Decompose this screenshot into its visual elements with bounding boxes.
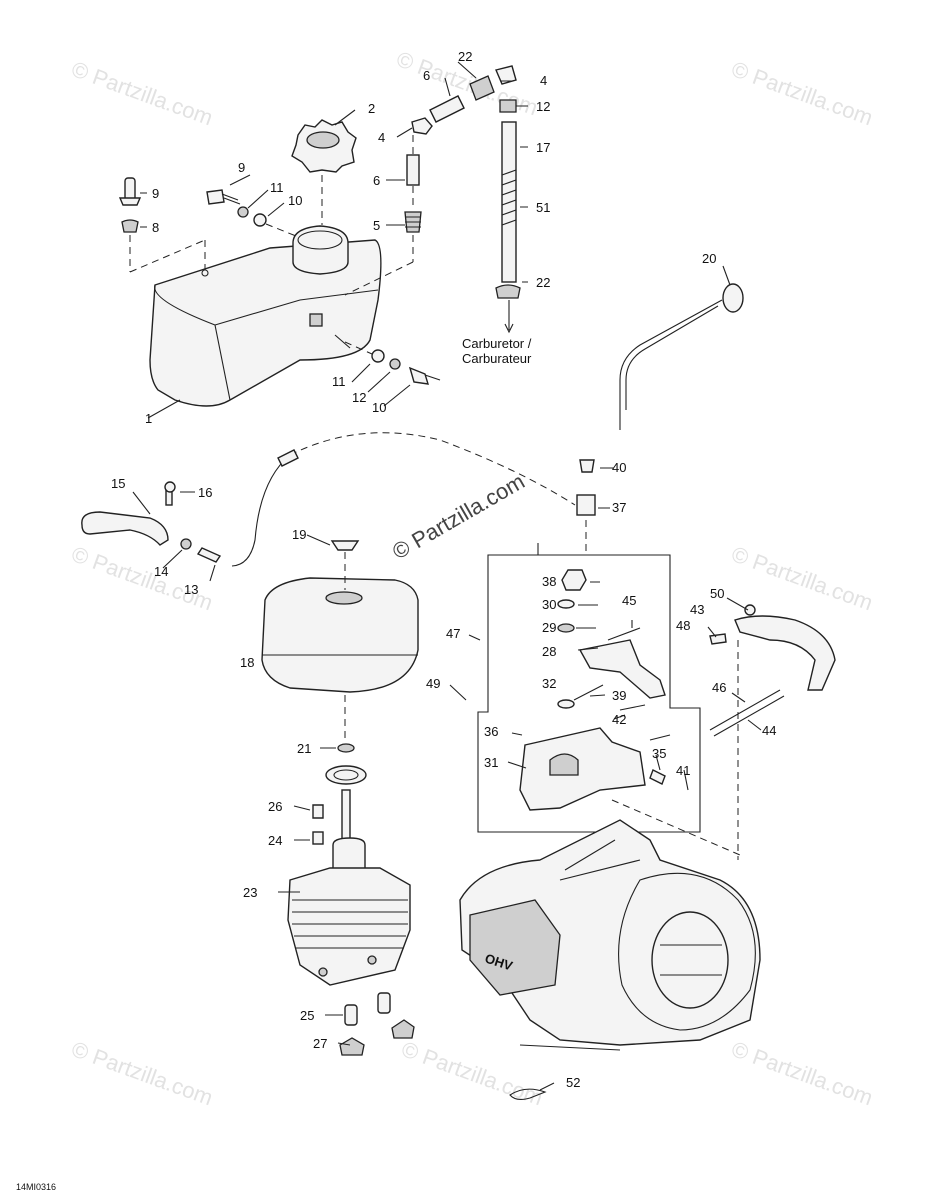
callout-50: 51 [536, 200, 550, 215]
callout-43: 44 [762, 723, 776, 738]
callout-16: 16 [198, 485, 212, 500]
callout-25: 25 [300, 1008, 314, 1023]
carburetor-label-en: Carburetor / [462, 336, 532, 351]
breather-valve [118, 177, 206, 273]
callout-51: 52 [566, 1075, 580, 1090]
callout-7: 8 [152, 220, 159, 235]
fuel-hose [495, 99, 521, 334]
watermark: © Partzilla.com [728, 1036, 876, 1110]
carburetor-label-fr: Carburateur [462, 351, 532, 366]
leader-lines [132, 61, 762, 1091]
callout-48: 49 [426, 676, 440, 691]
fuel-line-fittings [344, 65, 517, 296]
callout-11: 11 [270, 180, 284, 195]
callout-18: 18 [240, 655, 254, 670]
center-watermark: © Partzilla.com [388, 469, 529, 565]
callout-11: 12 [352, 390, 366, 405]
callout-38: 39 [612, 688, 626, 703]
callout-10: 11 [332, 374, 346, 389]
watermark: © Partzilla.com [68, 1036, 216, 1110]
callout-36: 37 [612, 500, 626, 515]
callout-40: 41 [676, 763, 690, 778]
linkage-hardware [576, 459, 836, 860]
gasket-set [325, 743, 367, 785]
fuel-tank [149, 225, 382, 407]
callout-23: 23 [243, 885, 257, 900]
callout-30: 30 [542, 597, 556, 612]
choke-cable [619, 283, 744, 430]
callout-41: 42 [612, 712, 626, 727]
callout-29: 29 [542, 620, 556, 635]
throttle-cable [231, 432, 576, 567]
callout-26: 26 [268, 799, 282, 814]
callout-4: 4 [378, 130, 385, 145]
watermark: © Partzilla.com [68, 541, 216, 615]
callout-34: 35 [652, 746, 666, 761]
callout-1: 1 [145, 411, 152, 426]
gas-cap [291, 119, 357, 225]
figure-code: 14MI0316 [16, 1182, 56, 1192]
engine-block: OHV [459, 819, 761, 1051]
callout-19: 19 [292, 527, 306, 542]
callout-3: 22 [458, 49, 472, 64]
callout-15: 15 [111, 476, 125, 491]
watermark: © Partzilla.com [728, 541, 876, 615]
callout-10: 10 [288, 193, 302, 208]
callout-labels: 22 4 4 12 6 6 5 17 51 22 2 9 11 10 9 8 1… [111, 49, 776, 1090]
callout-8: 9 [152, 186, 159, 201]
callout-12: 12 [536, 99, 550, 114]
callout-42: 43 [690, 602, 704, 617]
governor-bracket-assembly [477, 543, 701, 833]
callout-46: 47 [446, 626, 460, 641]
callout-35: 36 [484, 724, 498, 739]
callout-28: 28 [542, 644, 556, 659]
air-filter-cover [261, 540, 419, 740]
callout-32: 32 [542, 676, 556, 691]
callout-21: 21 [297, 741, 311, 756]
callout-22: 22 [536, 275, 550, 290]
callout-27: 27 [313, 1036, 327, 1051]
callout-24: 24 [268, 833, 282, 848]
callout-49: 50 [710, 586, 724, 601]
callout-39: 40 [612, 460, 626, 475]
bolt-washer-set-top [206, 189, 297, 237]
bushing-nut-set [339, 992, 415, 1056]
callout-4: 4 [540, 73, 547, 88]
hairpin-clip [509, 1088, 547, 1101]
watermark: © Partzilla.com [728, 56, 876, 130]
bolt-washer-set-bottom [344, 341, 441, 385]
callout-5: 5 [373, 218, 380, 233]
callout-47: 48 [676, 618, 690, 633]
callout-6: 6 [373, 173, 380, 188]
watermark: © Partzilla.com [68, 56, 216, 130]
callout-31: 31 [484, 755, 498, 770]
callout-13: 13 [184, 582, 198, 597]
callout-20: 20 [702, 251, 716, 266]
throttle-lever [81, 481, 222, 563]
carburetor-annotation: Carburetor / Carburateur [462, 336, 532, 366]
callout-2: 2 [368, 101, 375, 116]
callout-9: 9 [238, 160, 245, 175]
callout-9: 10 [372, 400, 386, 415]
callout-6: 6 [423, 68, 430, 83]
callout-44: 45 [622, 593, 636, 608]
muffler-cylinder [287, 789, 411, 986]
callout-14: 14 [154, 564, 168, 579]
callout-37: 38 [542, 574, 556, 589]
callout-17: 17 [536, 140, 550, 155]
callout-45: 46 [712, 680, 726, 695]
